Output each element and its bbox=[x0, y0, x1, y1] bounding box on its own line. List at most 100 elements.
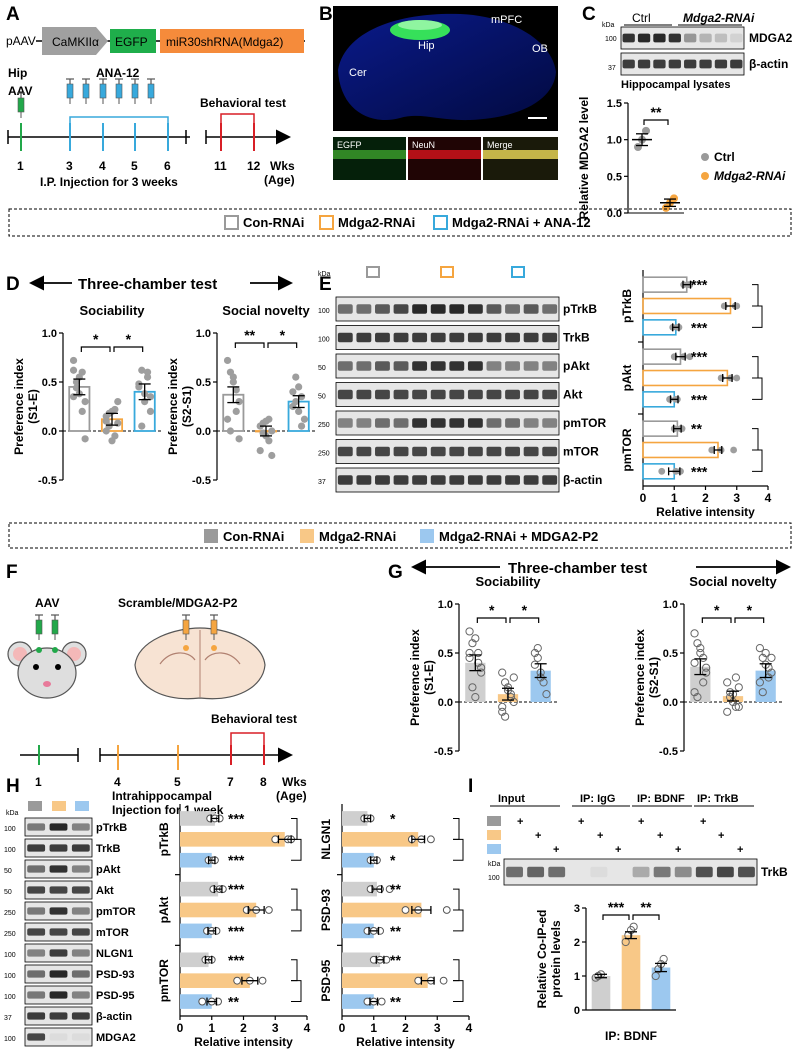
i-band bbox=[716, 866, 734, 878]
i-band bbox=[674, 866, 692, 878]
data-point bbox=[509, 673, 518, 682]
i-plus-sign: + bbox=[718, 830, 724, 842]
data-point bbox=[223, 356, 232, 365]
legend1-item-con: Con-RNAi bbox=[243, 215, 304, 230]
significance-label: ** bbox=[651, 104, 662, 120]
e-band bbox=[393, 304, 409, 314]
protein-label: PSD-95 bbox=[319, 959, 333, 1001]
h-band bbox=[49, 823, 68, 831]
i-plus-sign: + bbox=[615, 844, 621, 856]
syringe-ana12-icon bbox=[82, 83, 90, 99]
significance-bracket bbox=[291, 980, 302, 1003]
bar bbox=[180, 832, 285, 847]
tick-a-4: 4 bbox=[99, 159, 106, 173]
e-row-label: mTOR bbox=[563, 445, 599, 459]
h-kda-value: 250 bbox=[4, 910, 16, 917]
significance-bracket bbox=[752, 356, 759, 379]
bar bbox=[591, 976, 611, 1010]
data-point bbox=[471, 693, 480, 702]
data-point bbox=[146, 407, 155, 415]
tick-f-1: 1 bbox=[35, 775, 42, 789]
y-tick-label: 1.0 bbox=[438, 599, 453, 611]
syringe-ana12-icon bbox=[131, 83, 139, 99]
significance-label: ** bbox=[244, 327, 255, 343]
y-tick-label: 0.0 bbox=[196, 426, 211, 438]
e-band bbox=[356, 475, 372, 485]
aav-label: AAV bbox=[8, 84, 32, 98]
age-label-f: (Age) bbox=[276, 789, 307, 803]
data-point bbox=[666, 395, 673, 403]
legend-c-ctrl-marker bbox=[701, 153, 709, 161]
i-band bbox=[548, 866, 566, 878]
h-band bbox=[49, 928, 68, 936]
tick-f-8: 8 bbox=[260, 775, 267, 789]
e-band bbox=[412, 475, 428, 485]
bar bbox=[180, 811, 215, 826]
e-band bbox=[486, 389, 502, 400]
e-band bbox=[486, 361, 502, 371]
data-point bbox=[235, 398, 243, 406]
y-tick-label: 1.0 bbox=[663, 599, 678, 611]
construct-prefix: pAAV bbox=[6, 34, 36, 48]
data-point bbox=[642, 126, 650, 135]
data-point bbox=[232, 386, 240, 394]
c-row-mdga2-label: MDGA2 bbox=[749, 31, 793, 45]
e-band bbox=[337, 446, 353, 457]
bar bbox=[180, 973, 250, 988]
x-axis-label: Relative intensity bbox=[194, 1035, 293, 1049]
label-hip: Hip bbox=[418, 40, 435, 52]
e-band bbox=[523, 475, 539, 485]
shrna-box bbox=[160, 29, 304, 53]
significance-label: *** bbox=[228, 923, 245, 939]
x-tick-label: 1 bbox=[370, 1021, 377, 1035]
e-band bbox=[412, 389, 428, 400]
c-band-actin bbox=[637, 59, 651, 69]
e-band bbox=[356, 389, 372, 400]
data-point bbox=[235, 435, 243, 443]
data-point bbox=[678, 425, 686, 433]
significance-bracket bbox=[752, 428, 759, 451]
h-band bbox=[27, 844, 46, 852]
e-band bbox=[542, 361, 558, 371]
syringe-infusion-icon bbox=[210, 619, 218, 635]
significance-label: * bbox=[522, 602, 528, 618]
c-band-actin bbox=[684, 59, 697, 69]
bar bbox=[642, 369, 729, 387]
label-ob: OB bbox=[532, 43, 548, 55]
e-blot-row bbox=[335, 410, 560, 436]
legend2-swatch-orange bbox=[300, 529, 314, 543]
i-band bbox=[611, 866, 629, 878]
data-point bbox=[102, 427, 110, 435]
h-band bbox=[49, 991, 68, 999]
e-blot-row bbox=[335, 296, 560, 322]
legend2: Con-RNAi Mdga2-RNAi Mdga2-RNAi + MDGA2-P… bbox=[204, 529, 598, 544]
bar bbox=[342, 923, 374, 939]
data-point bbox=[651, 971, 660, 981]
data-point bbox=[708, 446, 716, 454]
data-point bbox=[474, 658, 483, 667]
e-band bbox=[486, 446, 502, 457]
data-point bbox=[81, 398, 89, 406]
e-kda-value: 50 bbox=[318, 394, 326, 401]
data-point bbox=[292, 398, 300, 406]
data-point bbox=[693, 639, 702, 648]
significance-bracket bbox=[476, 617, 507, 623]
data-point bbox=[477, 663, 486, 672]
significance-bracket bbox=[453, 909, 464, 932]
e-blot-row bbox=[335, 439, 560, 464]
y-tick-label: 0.0 bbox=[438, 697, 453, 709]
behavior-label-a: Behavioral test bbox=[200, 96, 286, 110]
data-point bbox=[734, 683, 743, 692]
i-plus-sign: + bbox=[535, 830, 541, 842]
bar bbox=[180, 852, 212, 868]
e-blot-row bbox=[335, 467, 560, 493]
e-band bbox=[393, 361, 409, 371]
data-point bbox=[702, 668, 711, 677]
e-kda-value: 50 bbox=[318, 365, 326, 372]
e-row-label: pAkt bbox=[563, 359, 590, 373]
data-point bbox=[733, 374, 741, 382]
panel-letter-f: F bbox=[6, 562, 18, 583]
i-header-bdnf: IP: BDNF bbox=[637, 793, 685, 805]
significance-bracket bbox=[234, 342, 265, 348]
